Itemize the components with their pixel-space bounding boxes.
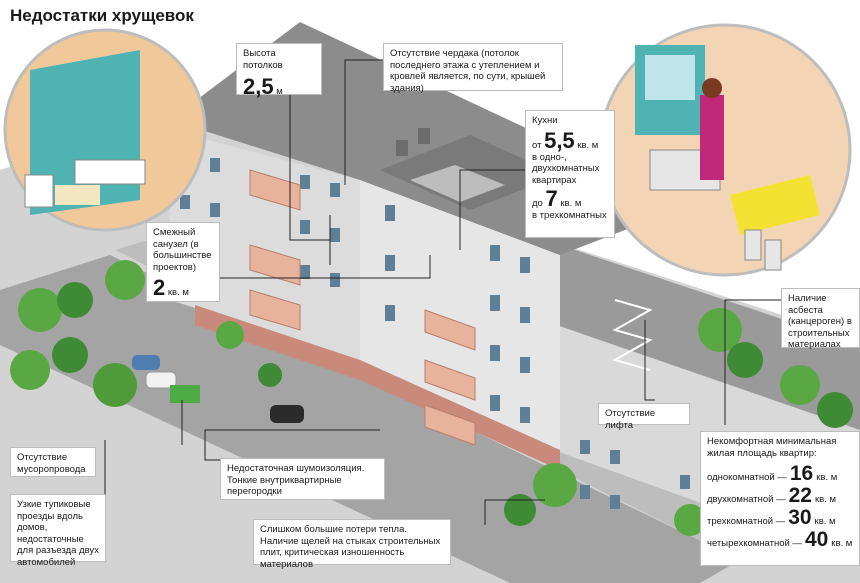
callout-noise: Недостаточная шумоизоляция. Тонкие внутр… [220, 458, 385, 500]
attic-text: Отсутствие чердака (потолок последнего э… [390, 48, 546, 94]
ceiling-unit: м [276, 86, 283, 97]
leader-lines [104, 59, 781, 528]
area-value: 22 [788, 484, 812, 507]
bathroom-unit: кв. м [167, 287, 189, 298]
callout-asbestos: Наличие асбеста (канцероген) в строитель… [781, 288, 860, 350]
kitchen-value-min: 5,5 [544, 127, 575, 153]
callout-attic: Отсутствие чердака (потолок последнего э… [383, 43, 563, 94]
chimney [418, 128, 430, 144]
kitchen-label: Кухни [532, 115, 558, 126]
area-label: четырехкомнатной — [707, 538, 802, 549]
area-unit: кв. м [831, 538, 853, 549]
car [132, 355, 160, 370]
garbage-text: Отсутствие мусоропровода [17, 452, 86, 475]
kitchen-text-large: в трехкомнатных [532, 210, 607, 221]
callout-kitchen: Кухни от 5,5 кв. м в одно-, двухкомнатны… [525, 110, 615, 238]
car [270, 405, 304, 423]
area-unit: кв. м [814, 516, 836, 527]
kitchen-unit-min: кв. м [577, 139, 599, 151]
garbage-bins [170, 385, 200, 403]
callout-ceiling: Высота потолков 2,5 м [236, 43, 322, 98]
callout-heat: Слишком большие потери тепла. Наличие ще… [253, 519, 451, 570]
windows-front-face [385, 205, 530, 423]
kitchen-prefix-to: до [532, 198, 543, 209]
callout-garbage: Отсутствие мусоропровода [10, 447, 96, 477]
kitchen-prefix-from: от [532, 139, 542, 151]
callout-elevator: Отсутствие лифта [598, 403, 690, 431]
area-title: Некомфортная минимальная жилая площадь к… [707, 436, 837, 459]
roads-text: Узкие тупиковые проезды вдоль домов, нед… [17, 499, 99, 568]
building-left-face [170, 130, 360, 360]
right-wing-roof [470, 245, 860, 430]
area-unit: кв. м [816, 472, 838, 483]
staircase [612, 299, 653, 371]
area-label: трехкомнатной — [707, 516, 786, 527]
chimney [396, 140, 408, 156]
trees [10, 260, 853, 536]
area-value: 16 [789, 462, 814, 485]
area-value: 30 [788, 506, 812, 529]
elevator-text: Отсутствие лифта [605, 408, 656, 431]
ceiling-value: 2,5 [243, 74, 274, 99]
callout-roads: Узкие тупиковые проезды вдоль домов, нед… [10, 494, 106, 568]
car [145, 371, 177, 389]
kitchen-value-max: 7 [545, 186, 558, 211]
page-title: Недостатки хрущевок [10, 6, 194, 25]
area-label: двухкомнатной — [707, 494, 786, 505]
area-value: 40 [804, 528, 829, 551]
ceiling-label: Высота потолков [243, 48, 283, 71]
bathroom-text: Смежный санузел (в большинстве проектов) [153, 227, 212, 273]
area-label: однокомнатной — [707, 472, 787, 483]
heat-text: Слишком большие потери тепла. Наличие ще… [260, 524, 441, 570]
roof-box [410, 165, 505, 202]
kitchen-zoom [598, 23, 852, 277]
bathroom-zoom [3, 28, 207, 232]
bathroom-value: 2 [153, 275, 166, 300]
kitchen-text-small: в одно-, двухкомнатных квартирах [532, 151, 600, 186]
balconies [249, 169, 476, 446]
noise-text: Недостаточная шумоизоляция. Тонкие внутр… [227, 463, 365, 497]
kitchen-unit-max: кв. м [560, 198, 582, 209]
asbestos-text: Наличие асбеста (канцероген) в строитель… [788, 293, 852, 350]
callout-bathroom: Смежный санузел (в большинстве проектов)… [146, 222, 220, 302]
callout-living-area: Некомфортная минимальная жилая площадь к… [700, 431, 860, 566]
area-unit: кв. м [814, 494, 836, 505]
